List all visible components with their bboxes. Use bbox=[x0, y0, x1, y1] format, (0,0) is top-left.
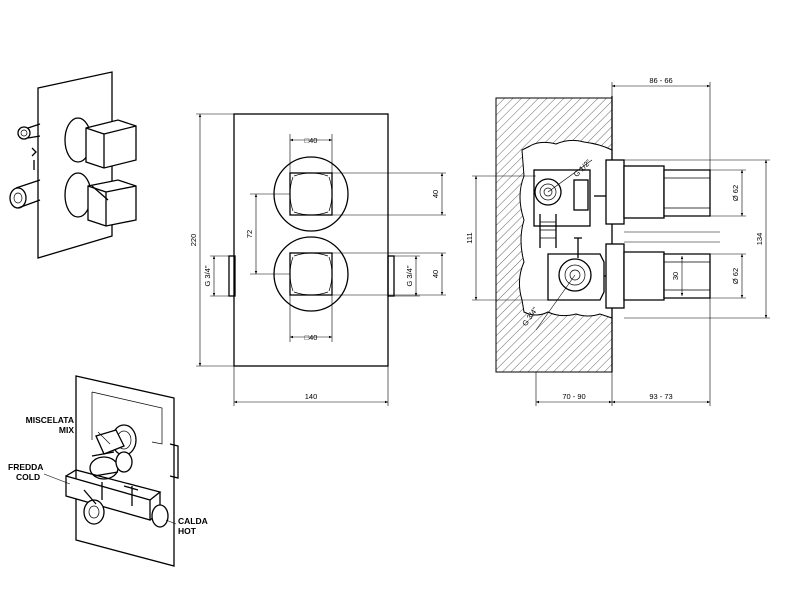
bottom-sleeve bbox=[623, 251, 665, 301]
front-plate bbox=[233, 113, 389, 367]
iso-hot-label-2: HOT bbox=[178, 526, 197, 536]
sketch-pipe-top bbox=[17, 126, 31, 140]
side-view: 86 - 66 70 - 90 93 - 73 111 134 Ø 62 Ø 6… bbox=[465, 76, 770, 406]
top-nut bbox=[573, 179, 589, 211]
iso-hot-label-1: CALDA bbox=[178, 516, 208, 526]
front-pipe-left bbox=[228, 255, 236, 297]
iso-hot-pipe-end bbox=[151, 504, 169, 528]
front-view: 140 220 72 □40 □40 40 40 G 3/4" G 3/4" bbox=[189, 113, 446, 406]
sketch-top-handle bbox=[85, 119, 137, 169]
iso-cold-pipe-end bbox=[83, 499, 105, 525]
side-height-left-label: 111 bbox=[465, 232, 474, 243]
top-handle-side bbox=[663, 169, 711, 217]
isometric-view: MISCELATA MIX FREDDA COLD CALDA HOT bbox=[8, 375, 208, 567]
perspective-sketch bbox=[9, 71, 137, 259]
top-sleeve bbox=[623, 165, 665, 219]
iso-cold-label-2: COLD bbox=[16, 472, 40, 482]
iso-cold-label-1: FREDDA bbox=[8, 462, 43, 472]
top-rosette bbox=[605, 159, 625, 225]
front-spacing-label: 72 bbox=[245, 230, 254, 238]
iso-mix-label-2: MIX bbox=[59, 425, 74, 435]
iso-pipe-block bbox=[65, 475, 151, 521]
side-depth-label: 93 - 73 bbox=[649, 392, 672, 401]
front-pipe-right bbox=[387, 255, 395, 297]
side-wall-label: 70 - 90 bbox=[562, 392, 585, 401]
side-top-label: 86 - 66 bbox=[649, 76, 672, 85]
side-height-right-label: 134 bbox=[755, 233, 764, 246]
front-width-label: 140 bbox=[305, 392, 318, 401]
iso-mix-label-1: MISCELATA bbox=[26, 415, 74, 425]
front-height-label: 220 bbox=[189, 234, 198, 247]
side-knob-label: 30 bbox=[671, 272, 680, 280]
side-diameter-top-label: Ø 62 bbox=[731, 185, 740, 201]
side-diameter-bottom-label: Ø 62 bbox=[731, 268, 740, 284]
sketch-bottom-ring bbox=[64, 172, 92, 218]
wall-section bbox=[495, 97, 613, 373]
front-handle-bottom-label: 40 bbox=[431, 270, 440, 278]
iso-handle-body bbox=[95, 429, 125, 455]
front-thread-left-label: G 3/4" bbox=[203, 265, 212, 286]
sketch-pipe-bottom bbox=[9, 187, 27, 209]
sketch-bottom-handle bbox=[87, 179, 137, 227]
front-square-bottom-label: □40 bbox=[305, 333, 318, 342]
front-square-top-label: □40 bbox=[305, 136, 318, 145]
front-top-square bbox=[289, 172, 333, 216]
front-bottom-square bbox=[289, 252, 333, 296]
bottom-rosette bbox=[605, 243, 625, 309]
front-handle-top-label: 40 bbox=[431, 190, 440, 198]
front-thread-right-label: G 3/4" bbox=[405, 265, 414, 286]
